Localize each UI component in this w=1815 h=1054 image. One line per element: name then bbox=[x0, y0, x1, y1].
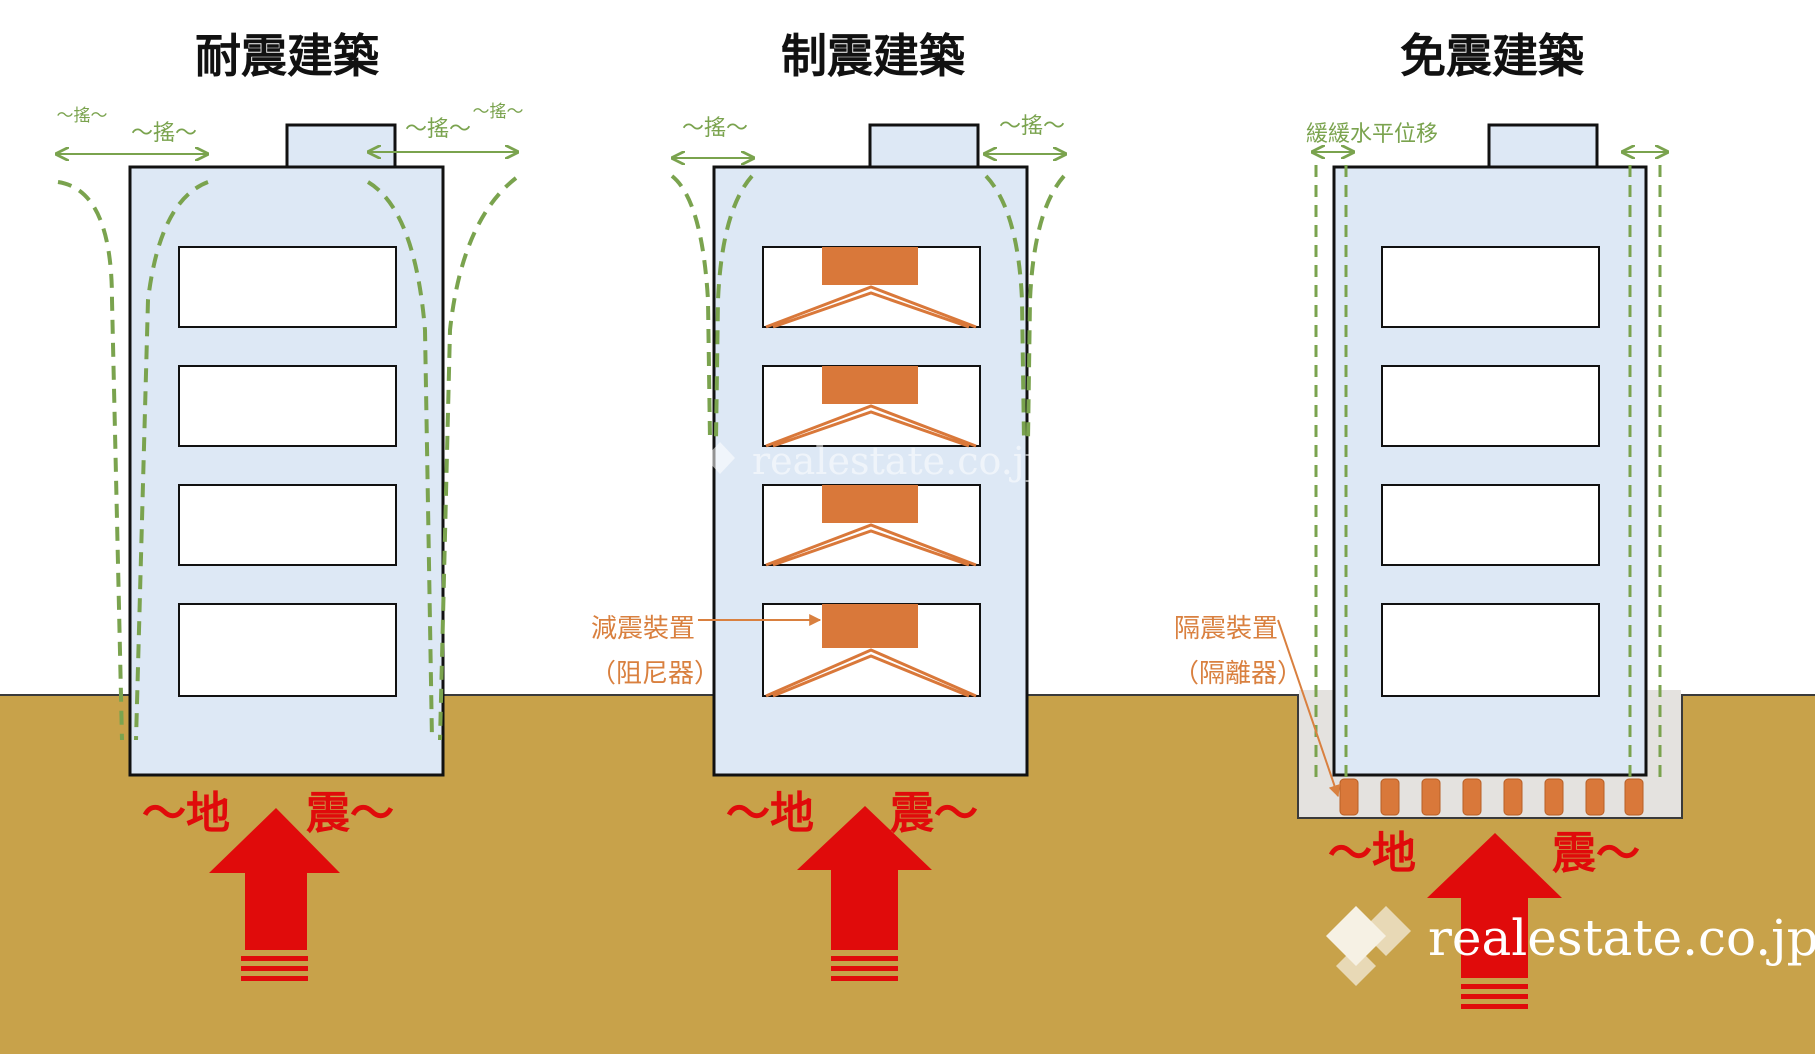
damper bbox=[822, 604, 918, 648]
window bbox=[1381, 365, 1600, 447]
sway-label: ～搖～ bbox=[999, 114, 1065, 139]
earthquake-label-left: ～地 bbox=[142, 788, 230, 839]
earthquake-label-right: 震～ bbox=[1552, 828, 1640, 879]
callout-arrow bbox=[1277, 619, 1341, 798]
up-arrow-icon bbox=[1427, 833, 1562, 1009]
sway-label: ～搖～ bbox=[682, 116, 748, 141]
panel-title: 制震建築 bbox=[781, 29, 966, 83]
isolator-callout-line2: （隔離器） bbox=[1173, 659, 1303, 689]
floor-with-damper bbox=[762, 365, 981, 448]
rooftop-block bbox=[285, 123, 397, 169]
window bbox=[1381, 246, 1600, 328]
watermark-text: realestate.co.jp bbox=[752, 439, 1049, 483]
watermark: realestate.co.jp bbox=[1326, 906, 1815, 986]
sway-label: 緩緩水平位移 bbox=[1306, 122, 1438, 147]
panel-damped: 制震建築 ～搖～ bbox=[590, 29, 1065, 981]
damper bbox=[822, 247, 918, 285]
window bbox=[178, 484, 397, 566]
floor-with-damper bbox=[762, 603, 981, 698]
damper bbox=[822, 485, 918, 523]
rooftop-block bbox=[868, 123, 980, 169]
window bbox=[178, 365, 397, 447]
up-arrow-icon bbox=[797, 806, 932, 981]
sway-label: ～搖～ bbox=[57, 106, 108, 126]
damper-callout-line1: 減震裝置 bbox=[591, 614, 695, 644]
watermark-text: realestate.co.jp bbox=[1428, 909, 1815, 967]
window bbox=[1381, 603, 1600, 697]
sway-label: ～搖～ bbox=[405, 117, 471, 142]
earthquake-label-left: ～地 bbox=[726, 788, 814, 839]
watermark-faint: realestate.co.jp bbox=[705, 439, 1049, 483]
sway-label: ～搖～ bbox=[473, 102, 524, 122]
panel-seismic-resistant: 耐震建築 ～搖～ ～搖～ ～搖～ ～搖～ ～地 震～ bbox=[57, 29, 524, 981]
up-arrow-icon bbox=[209, 808, 340, 981]
isolators bbox=[1339, 778, 1644, 816]
panel-title: 免震建築 bbox=[1400, 29, 1585, 83]
window bbox=[1381, 484, 1600, 566]
panel-title: 耐震建築 bbox=[195, 29, 380, 83]
earthquake-label-left: ～地 bbox=[1328, 828, 1416, 879]
isolator-callout-line1: 隔震裝置 bbox=[1174, 614, 1278, 644]
window bbox=[178, 246, 397, 328]
damper-callout-line2: （阻尼器） bbox=[590, 659, 720, 689]
earthquake-label-right: 震～ bbox=[306, 788, 394, 839]
displacement-lines bbox=[1314, 165, 1662, 780]
window bbox=[178, 603, 397, 697]
damper bbox=[822, 366, 918, 404]
diamond-logo-icon bbox=[1326, 906, 1411, 986]
sway-curves bbox=[670, 174, 1066, 441]
panel-isolated: 免震建築 緩緩水平位移 隔震裝置 bbox=[1173, 29, 1815, 1009]
sway-curves bbox=[57, 176, 518, 741]
floor-with-damper bbox=[762, 484, 981, 567]
floor-with-damper bbox=[762, 246, 981, 329]
sway-label: ～搖～ bbox=[131, 121, 197, 146]
earthquake-label-right: 震～ bbox=[890, 788, 978, 839]
rooftop-block bbox=[1487, 123, 1599, 169]
